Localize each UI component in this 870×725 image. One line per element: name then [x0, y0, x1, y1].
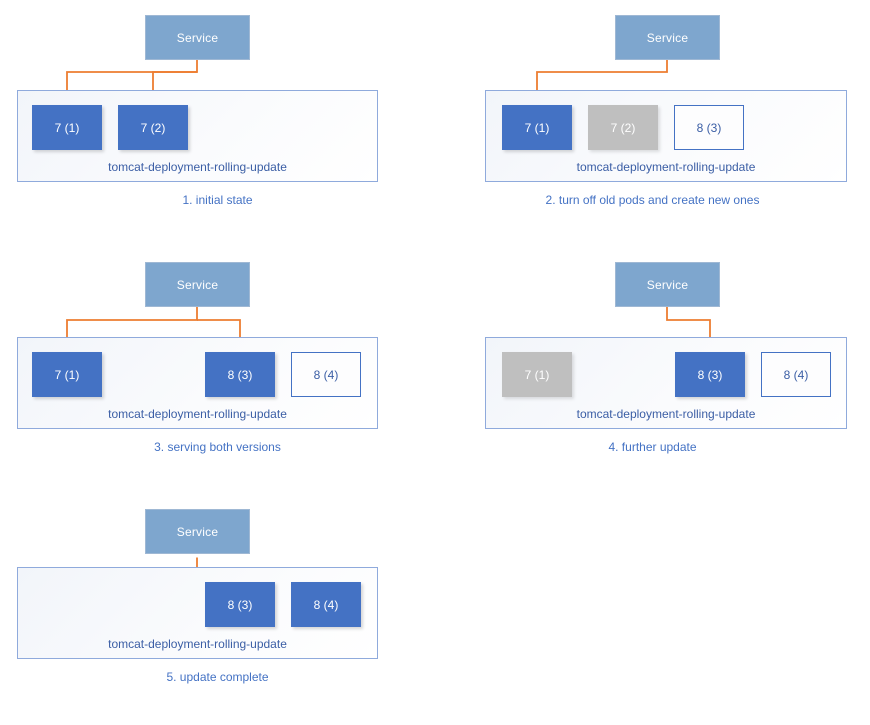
service-box[interactable]: Service	[615, 15, 720, 60]
pod-7-1[interactable]: 7 (1)	[32, 352, 102, 397]
service-label: Service	[176, 277, 219, 292]
pod-8-4[interactable]: 8 (4)	[291, 582, 361, 627]
pod-7-2[interactable]: 7 (2)	[588, 105, 658, 150]
pod-8-4[interactable]: 8 (4)	[761, 352, 831, 397]
pod-label: 7 (1)	[54, 120, 80, 135]
pod-label: 7 (2)	[140, 120, 166, 135]
service-label: Service	[176, 524, 219, 539]
service-box[interactable]: Service	[615, 262, 720, 307]
pod-label: 7 (1)	[54, 367, 80, 382]
deployment-name-label: tomcat-deployment-rolling-update	[576, 407, 756, 421]
panel-caption: 5. update complete	[166, 670, 269, 684]
pod-label: 8 (4)	[313, 597, 339, 612]
deployment-name-label: tomcat-deployment-rolling-update	[108, 160, 287, 174]
panel-serving-both-versions: Service tomcat-deployment-rolling-update…	[0, 240, 435, 480]
pod-8-3[interactable]: 8 (3)	[675, 352, 745, 397]
pod-8-3[interactable]: 8 (3)	[205, 582, 275, 627]
pod-7-1[interactable]: 7 (1)	[32, 105, 102, 150]
pod-label: 8 (3)	[227, 367, 253, 382]
deployment-name-label: tomcat-deployment-rolling-update	[108, 637, 287, 651]
pod-label: 7 (1)	[524, 120, 550, 135]
pod-label: 8 (3)	[696, 120, 722, 135]
pod-label: 8 (4)	[313, 367, 339, 382]
panel-update-complete: Service tomcat-deployment-rolling-update…	[0, 485, 435, 725]
pod-7-1[interactable]: 7 (1)	[502, 105, 572, 150]
panel-further-update: Service tomcat-deployment-rolling-update…	[435, 240, 870, 480]
service-label: Service	[646, 277, 689, 292]
pod-label: 8 (3)	[697, 367, 723, 382]
service-box[interactable]: Service	[145, 509, 250, 554]
pod-label: 8 (4)	[783, 367, 809, 382]
panel-turn-off-old-pods: Service tomcat-deployment-rolling-update…	[435, 0, 870, 240]
pod-7-2[interactable]: 7 (2)	[118, 105, 188, 150]
panel-caption: 2. turn off old pods and create new ones	[545, 193, 760, 207]
panel-caption: 1. initial state	[182, 193, 253, 207]
pod-label: 7 (2)	[610, 120, 636, 135]
service-label: Service	[646, 30, 689, 45]
service-box[interactable]: Service	[145, 15, 250, 60]
panel-caption: 3. serving both versions	[154, 440, 281, 454]
pod-8-3[interactable]: 8 (3)	[674, 105, 744, 150]
pod-8-3[interactable]: 8 (3)	[205, 352, 275, 397]
panel-initial-state: Service tomcat-deployment-rolling-update…	[0, 0, 435, 240]
pod-label: 7 (1)	[524, 367, 550, 382]
service-label: Service	[176, 30, 219, 45]
deployment-name-label: tomcat-deployment-rolling-update	[108, 407, 287, 421]
pod-7-1[interactable]: 7 (1)	[502, 352, 572, 397]
deployment-name-label: tomcat-deployment-rolling-update	[576, 160, 756, 174]
panel-caption: 4. further update	[608, 440, 697, 454]
service-box[interactable]: Service	[145, 262, 250, 307]
pod-8-4[interactable]: 8 (4)	[291, 352, 361, 397]
pod-label: 8 (3)	[227, 597, 253, 612]
